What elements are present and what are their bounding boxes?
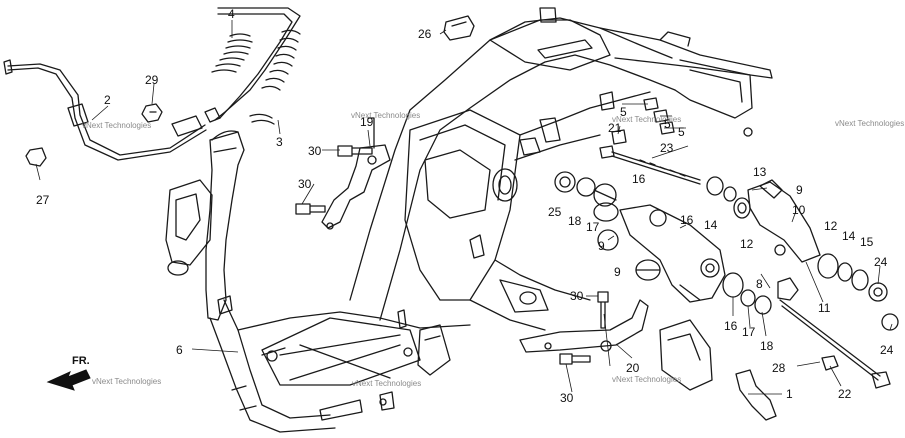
- callout-26: 26: [418, 27, 432, 41]
- watermark: vNext Technologies: [92, 377, 161, 386]
- callout-14: 15: [860, 235, 874, 249]
- leader-lines: [35, 20, 893, 395]
- bolts: [295, 145, 609, 365]
- callout-2: 2: [104, 93, 111, 107]
- callout-4: 4: [228, 7, 235, 21]
- watermark: vNext Technologies: [835, 119, 904, 128]
- callout-7: 8: [756, 277, 763, 291]
- bracket-19: [321, 117, 391, 230]
- callout-24: 24: [880, 343, 894, 357]
- callout-30: 30: [308, 144, 322, 158]
- callout-17: 17: [742, 325, 756, 339]
- callout-5: 5: [620, 105, 627, 119]
- callout-20: 20: [626, 361, 640, 375]
- watermark: vNext Technologies: [352, 379, 421, 388]
- callout-8: 9: [796, 183, 803, 197]
- callout-15: 16: [680, 213, 694, 227]
- callout-27: 27: [36, 193, 50, 207]
- callout-19: 19: [360, 115, 374, 129]
- callout-22: 22: [838, 387, 852, 401]
- callout-11: 11: [818, 301, 831, 315]
- part-3-4-hoses: [204, 7, 301, 125]
- callout-24: 24: [874, 255, 888, 269]
- callout-21: 21: [608, 121, 622, 135]
- callout-14: 14: [704, 218, 718, 232]
- callout-30: 30: [570, 289, 584, 303]
- callout-16: 16: [632, 172, 646, 186]
- callout-5: 5: [678, 125, 685, 139]
- part-27-grommet: [25, 147, 47, 167]
- callout-12: 12: [740, 237, 754, 251]
- main-frame: [165, 7, 773, 433]
- callout-10: 10: [792, 203, 806, 217]
- pivot-assembly: [519, 97, 899, 421]
- direction-label: FR.: [72, 355, 90, 367]
- watermark: vNext Technologies: [82, 121, 151, 130]
- callout-28: 28: [772, 361, 786, 375]
- watermark: vNext Technologies: [612, 375, 681, 384]
- callout-12: 12: [824, 219, 838, 233]
- callout-1: 1: [786, 387, 793, 401]
- callout-13: 14: [842, 229, 856, 243]
- callout-17: 17: [586, 220, 600, 234]
- callout-3: 3: [276, 135, 283, 149]
- callout-9: 9: [614, 265, 621, 279]
- callout-6: 6: [176, 343, 183, 357]
- callout-23: 23: [660, 141, 674, 155]
- callout-18: 18: [568, 214, 582, 228]
- part-2-tube: [3, 59, 207, 161]
- callout-25: 25: [548, 205, 562, 219]
- callout-5: 5: [664, 117, 671, 131]
- callout-30: 30: [298, 177, 312, 191]
- callout-13: 13: [753, 165, 767, 179]
- part-26-clip: [443, 15, 475, 41]
- callout-18: 18: [760, 339, 774, 353]
- watermark: vNext Technologies: [612, 115, 681, 124]
- callout-30: 30: [560, 391, 574, 405]
- callout-9: 9: [598, 239, 605, 253]
- front-direction-arrow: [46, 369, 91, 391]
- part-29-nut: [141, 103, 163, 123]
- callout-29: 29: [145, 73, 159, 87]
- callout-16: 16: [724, 319, 738, 333]
- watermark: vNext Technologies: [351, 111, 420, 120]
